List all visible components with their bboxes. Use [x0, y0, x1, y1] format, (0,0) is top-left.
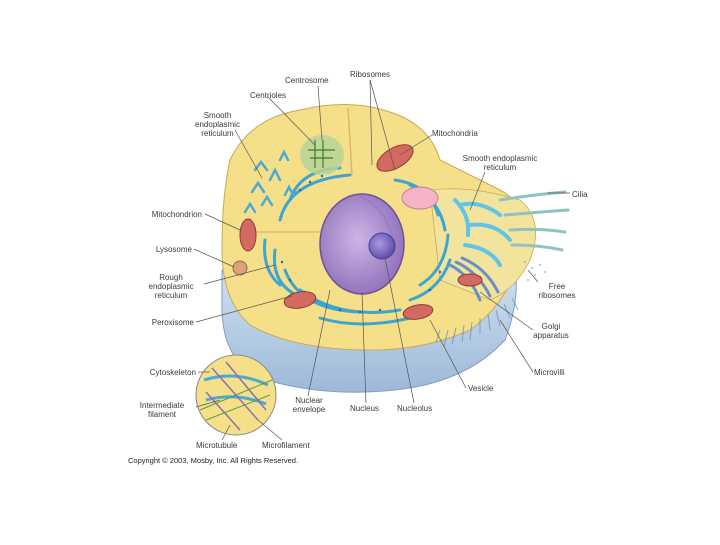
label-intermediate-filament: Intermediate filament — [139, 401, 185, 419]
label-microfilament: Microfilament — [262, 441, 310, 450]
label-smooth-er-right: Smooth endoplasmic reticulum — [462, 154, 538, 172]
er-right-region — [429, 188, 536, 301]
label-microvilli: Microvilli — [534, 368, 565, 377]
copyright-notice: Copyright © 2003, Mosby, Inc. All Rights… — [128, 456, 299, 465]
label-microtubule: Microtubule — [196, 441, 238, 450]
label-vesicle: Vesicle — [468, 384, 494, 393]
label-rough-er: Rough endoplasmic reticulum — [148, 273, 194, 300]
label-free-ribosomes: Free ribosomes — [538, 282, 576, 300]
smooth-er-left — [243, 149, 295, 214]
label-nucleolus: Nucleolus — [397, 404, 433, 413]
cytoskeleton-inset — [195, 354, 277, 436]
label-peroxisome: Peroxisome — [151, 318, 194, 327]
leader-lines — [193, 79, 570, 441]
label-golgi: Golgi apparatus — [533, 322, 569, 340]
label-centrosome: Centrosome — [285, 76, 329, 85]
label-nuclear-envelope: Nuclear envelope — [292, 396, 326, 414]
nucleolus — [368, 232, 396, 260]
label-centrioles: Centrioles — [250, 91, 287, 100]
label-smooth-er-left: Smooth endoplasmic reticulum — [195, 111, 240, 138]
label-ribosomes: Ribosomes — [350, 70, 391, 79]
label-cilia: Cilia — [572, 190, 588, 199]
label-nucleus: Nucleus — [350, 404, 379, 413]
smooth-er — [453, 198, 512, 267]
vesicle-pink — [401, 186, 439, 210]
label-mitochondria: Mitochondria — [432, 129, 478, 138]
label-cytoskeleton: Cytoskeleton — [149, 368, 196, 377]
label-lysosome: Lysosome — [155, 245, 192, 254]
lysosome — [232, 260, 248, 276]
mitochondria-group — [239, 144, 483, 320]
cilia — [498, 190, 570, 252]
centrosome — [300, 135, 344, 175]
label-mitochondrion: Mitochondrion — [151, 210, 202, 219]
